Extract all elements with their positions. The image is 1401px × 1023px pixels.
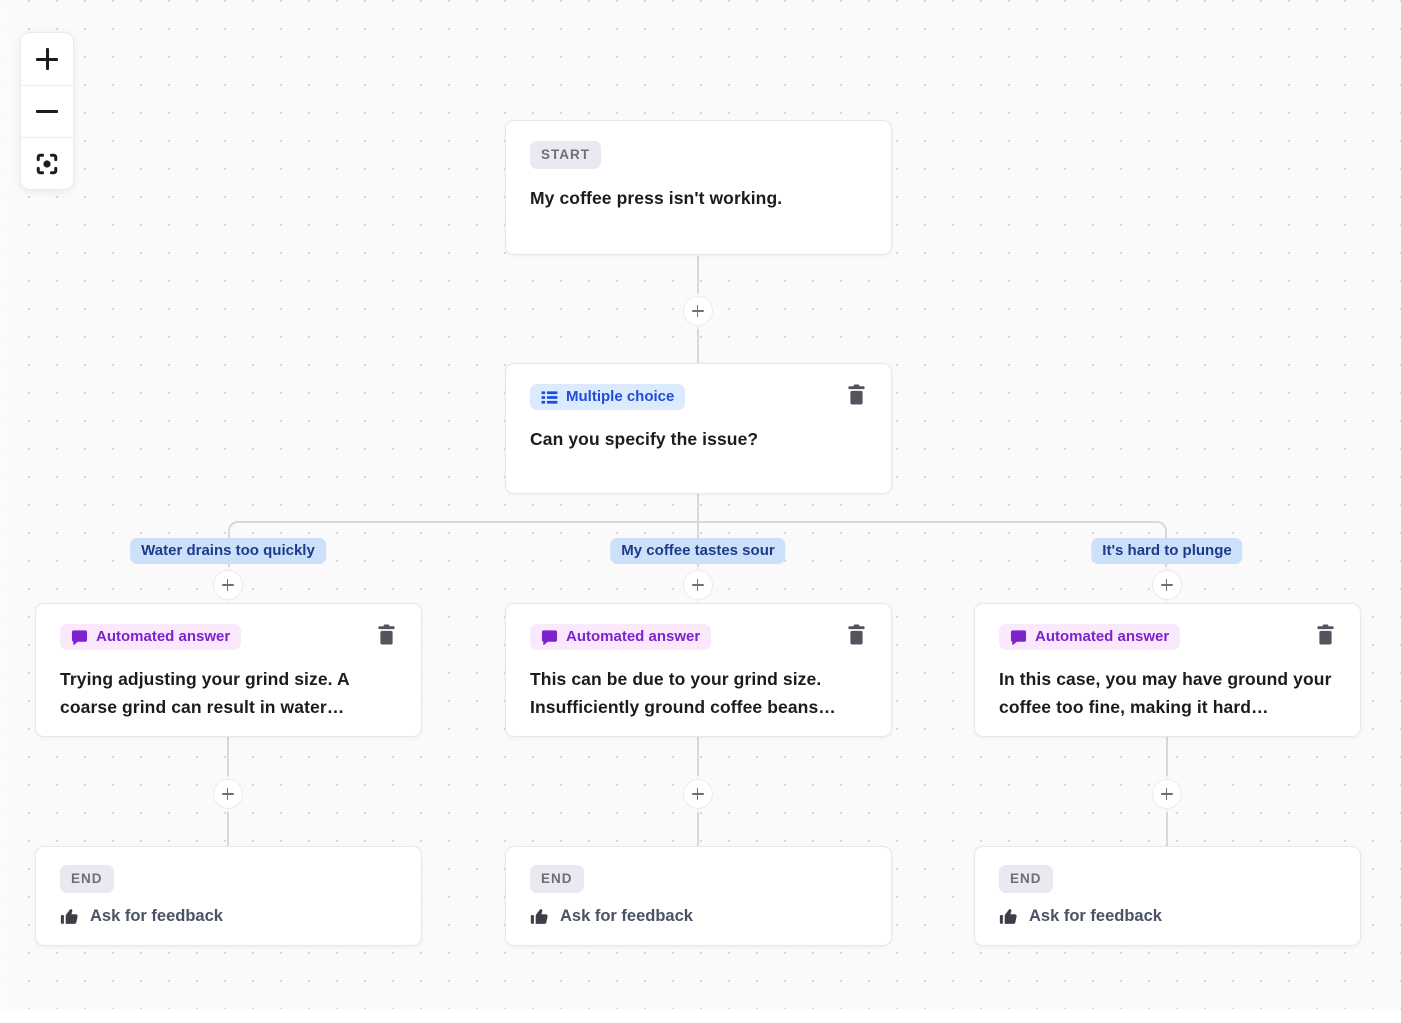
- thumbs-up-icon: [999, 907, 1018, 926]
- trash-icon: [376, 623, 397, 646]
- end-badge: END: [60, 865, 114, 893]
- automated-answer-node-center[interactable]: Automated answer This can be due to your…: [505, 603, 892, 737]
- zoom-in-button[interactable]: [21, 33, 73, 85]
- canvas-bottom-edge: [0, 1009, 1401, 1023]
- fit-view-button[interactable]: [21, 137, 73, 189]
- automated-answer-node-right[interactable]: Automated answer In this case, you may h…: [974, 603, 1361, 737]
- multiple-choice-badge-label: Multiple choice: [566, 388, 675, 405]
- chat-bubble-icon: [541, 629, 558, 646]
- focus-center-icon: [33, 150, 61, 178]
- delete-answer-button[interactable]: [375, 622, 397, 646]
- add-step-button-branch-center[interactable]: [683, 570, 713, 600]
- add-step-button-end-center[interactable]: [683, 779, 713, 809]
- end-badge: END: [530, 865, 584, 893]
- automated-answer-badge-label: Automated answer: [1035, 628, 1170, 645]
- zoom-out-button[interactable]: [21, 85, 73, 137]
- automated-answer-badge: Automated answer: [60, 624, 242, 650]
- chat-bubble-icon: [1010, 629, 1027, 646]
- end-action-row: Ask for feedback: [999, 907, 1336, 926]
- end-node-center[interactable]: END Ask for feedback: [505, 846, 892, 946]
- automated-answer-node-left[interactable]: Automated answer Trying adjusting your g…: [35, 603, 422, 737]
- end-node-right[interactable]: END Ask for feedback: [974, 846, 1361, 946]
- branch-label-tastes-sour[interactable]: My coffee tastes sour: [610, 538, 786, 564]
- end-badge: END: [999, 865, 1053, 893]
- connector-question-to-split: [697, 494, 699, 522]
- add-step-button-branch-left[interactable]: [213, 570, 243, 600]
- add-step-button-end-right[interactable]: [1152, 779, 1182, 809]
- add-step-button[interactable]: [683, 296, 713, 326]
- trash-icon: [1315, 623, 1336, 646]
- delete-answer-button[interactable]: [845, 622, 867, 646]
- end-action-row: Ask for feedback: [530, 907, 867, 926]
- automated-answer-text: Trying adjusting your grind size. A coar…: [60, 669, 350, 717]
- trash-icon: [846, 383, 867, 406]
- chat-bubble-icon: [71, 629, 88, 646]
- multiple-choice-node-text: Can you specify the issue?: [530, 429, 759, 449]
- automated-answer-text: In this case, you may have ground your c…: [999, 669, 1332, 717]
- start-node[interactable]: START My coffee press isn't working.: [505, 120, 892, 255]
- start-node-text: My coffee press isn't working.: [530, 188, 783, 208]
- automated-answer-text: This can be due to your grind size. Insu…: [530, 669, 836, 717]
- add-step-button-branch-right[interactable]: [1152, 570, 1182, 600]
- end-action-row: Ask for feedback: [60, 907, 397, 926]
- delete-question-button[interactable]: [845, 382, 867, 406]
- canvas-left-edge: [0, 0, 13, 1023]
- automated-answer-badge: Automated answer: [530, 624, 712, 650]
- automated-answer-badge-label: Automated answer: [96, 628, 231, 645]
- branch-label-water-drains[interactable]: Water drains too quickly: [130, 538, 326, 564]
- delete-answer-button[interactable]: [1314, 622, 1336, 646]
- plus-icon: [34, 46, 60, 72]
- end-action-label: Ask for feedback: [90, 907, 223, 925]
- list-icon: [541, 389, 558, 406]
- end-node-left[interactable]: END Ask for feedback: [35, 846, 422, 946]
- start-badge: START: [530, 141, 601, 169]
- branch-label-hard-to-plunge[interactable]: It's hard to plunge: [1091, 538, 1243, 564]
- zoom-controls: [20, 32, 74, 190]
- minus-icon: [34, 99, 60, 125]
- automated-answer-badge-label: Automated answer: [566, 628, 701, 645]
- multiple-choice-node[interactable]: Multiple choice Can you specify the issu…: [505, 363, 892, 494]
- trash-icon: [846, 623, 867, 646]
- multiple-choice-badge: Multiple choice: [530, 384, 686, 410]
- add-step-button-end-left[interactable]: [213, 779, 243, 809]
- end-action-label: Ask for feedback: [560, 907, 693, 925]
- automated-answer-badge: Automated answer: [999, 624, 1181, 650]
- end-action-label: Ask for feedback: [1029, 907, 1162, 925]
- thumbs-up-icon: [60, 907, 79, 926]
- thumbs-up-icon: [530, 907, 549, 926]
